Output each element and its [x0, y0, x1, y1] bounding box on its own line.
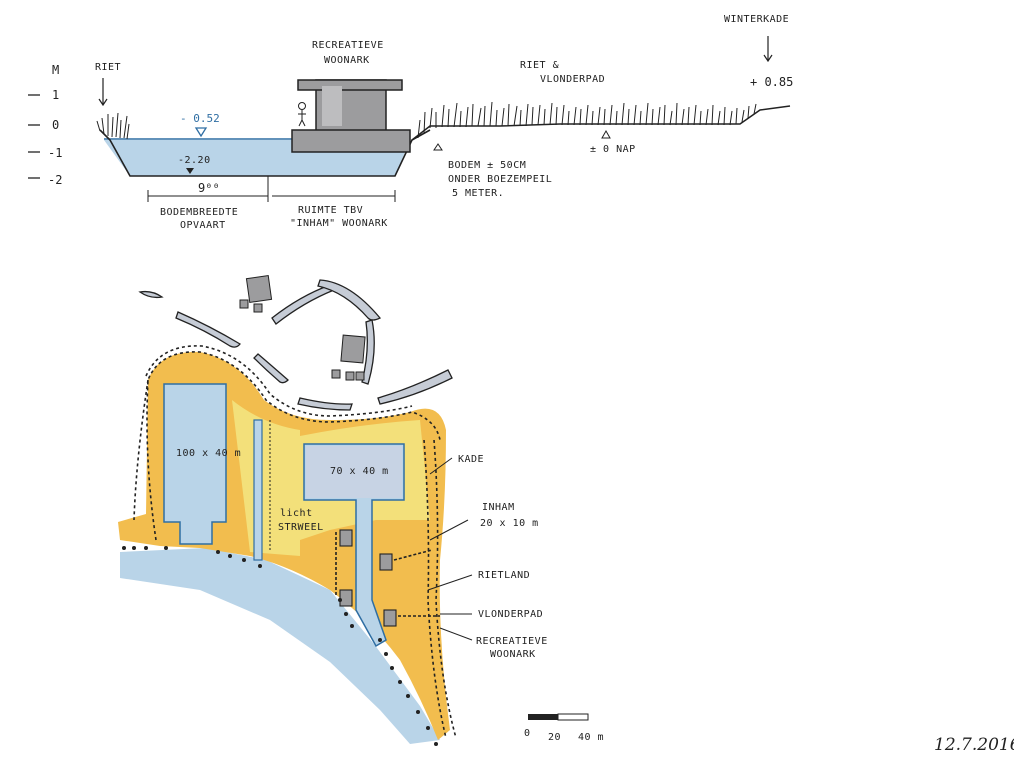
section-label-riet: RIET: [95, 62, 121, 73]
basin-left: 100 x 40 m: [163, 383, 241, 545]
plan-roads: [138, 279, 453, 411]
scale-tick-1: 1: [52, 88, 59, 102]
section-label-woonark: WOONARK: [324, 55, 370, 66]
section-label-riet-vlonderpad-1: RIET &: [520, 60, 559, 71]
section-reed-left: [96, 112, 130, 140]
section-label-recreatieve: RECREATIEVE: [312, 40, 384, 51]
scale-0: 0: [524, 728, 531, 739]
ruimte-2: "INHAM" WOONARK: [290, 218, 388, 229]
label-vlonderpad: VLONDERPAD: [478, 609, 543, 620]
scale-tick-0: 0: [52, 118, 59, 132]
scale-tick-minus-1: -1: [48, 146, 62, 160]
plan-vlonderpaden: [335, 532, 440, 617]
plan-dotted-shore: [122, 546, 438, 746]
bodembreedte-2: OPVAART: [180, 220, 226, 231]
scale-tick-minus-2: -2: [48, 173, 62, 187]
label-rietland: RIETLAND: [478, 570, 530, 581]
licht-label-1: licht: [280, 508, 313, 519]
cross-section: M 1 0 -1 -2 RIET - 0.52 -2.20: [28, 14, 793, 231]
water-level-label: - 0.52: [180, 112, 220, 125]
nap-level-label: ± 0 NAP: [590, 144, 636, 155]
basin-right-label: 70 x 40 m: [330, 466, 389, 477]
ruimte-1: RUIMTE TBV: [298, 205, 363, 216]
bodem-note-1: BODEM ± 50CM: [448, 160, 526, 171]
section-bank-right: [411, 105, 791, 141]
width-dimension: 9⁰⁰: [198, 181, 220, 195]
plan-dike: [133, 345, 457, 739]
section-scale-unit: M: [52, 63, 59, 77]
bottom-level-label: -2.20: [178, 155, 211, 166]
section-label-winterkade: WINTERKADE: [724, 14, 789, 25]
label-recreatieve-1: RECREATIEVE: [476, 636, 548, 647]
scale-20: 20: [548, 732, 561, 743]
section-woonark: [291, 79, 411, 153]
basin-left-label: 100 x 40 m: [176, 448, 241, 459]
label-kade: KADE: [458, 454, 484, 465]
bodem-note-3: 5 METER.: [452, 188, 504, 199]
sketch-date: 12.7.2016.: [934, 735, 1014, 755]
label-inham-1: INHAM: [482, 502, 515, 513]
plan-leaders: [427, 457, 473, 641]
narrow-channel: [253, 419, 263, 561]
plan-buildings: [239, 275, 366, 381]
site-plan: 100 x 40 m licht STRWEEL 70 x 40 m: [118, 275, 604, 746]
plan-water: [120, 548, 440, 744]
licht-label-2: STRWEEL: [278, 522, 324, 533]
section-label-riet-vlonderpad-2: VLONDERPAD: [540, 74, 605, 85]
winterkade-level: + 0.85: [750, 75, 793, 89]
bodem-note-2: ONDER BOEZEMPEIL: [448, 174, 552, 185]
label-recreatieve-2: WOONARK: [490, 649, 536, 660]
section-scale-ticks: 1 0 -1 -2: [28, 88, 62, 187]
plan-woonarks: [339, 529, 397, 627]
scale-40: 40 m: [578, 732, 604, 743]
section-reed-right: [417, 101, 757, 139]
bodembreedte-1: BODEMBREEDTE: [160, 207, 238, 218]
basin-right: 70 x 40 m: [303, 443, 405, 648]
label-inham-2: 20 x 10 m: [480, 518, 539, 529]
plan-scale-bar: 0 20 40 m: [524, 713, 604, 743]
